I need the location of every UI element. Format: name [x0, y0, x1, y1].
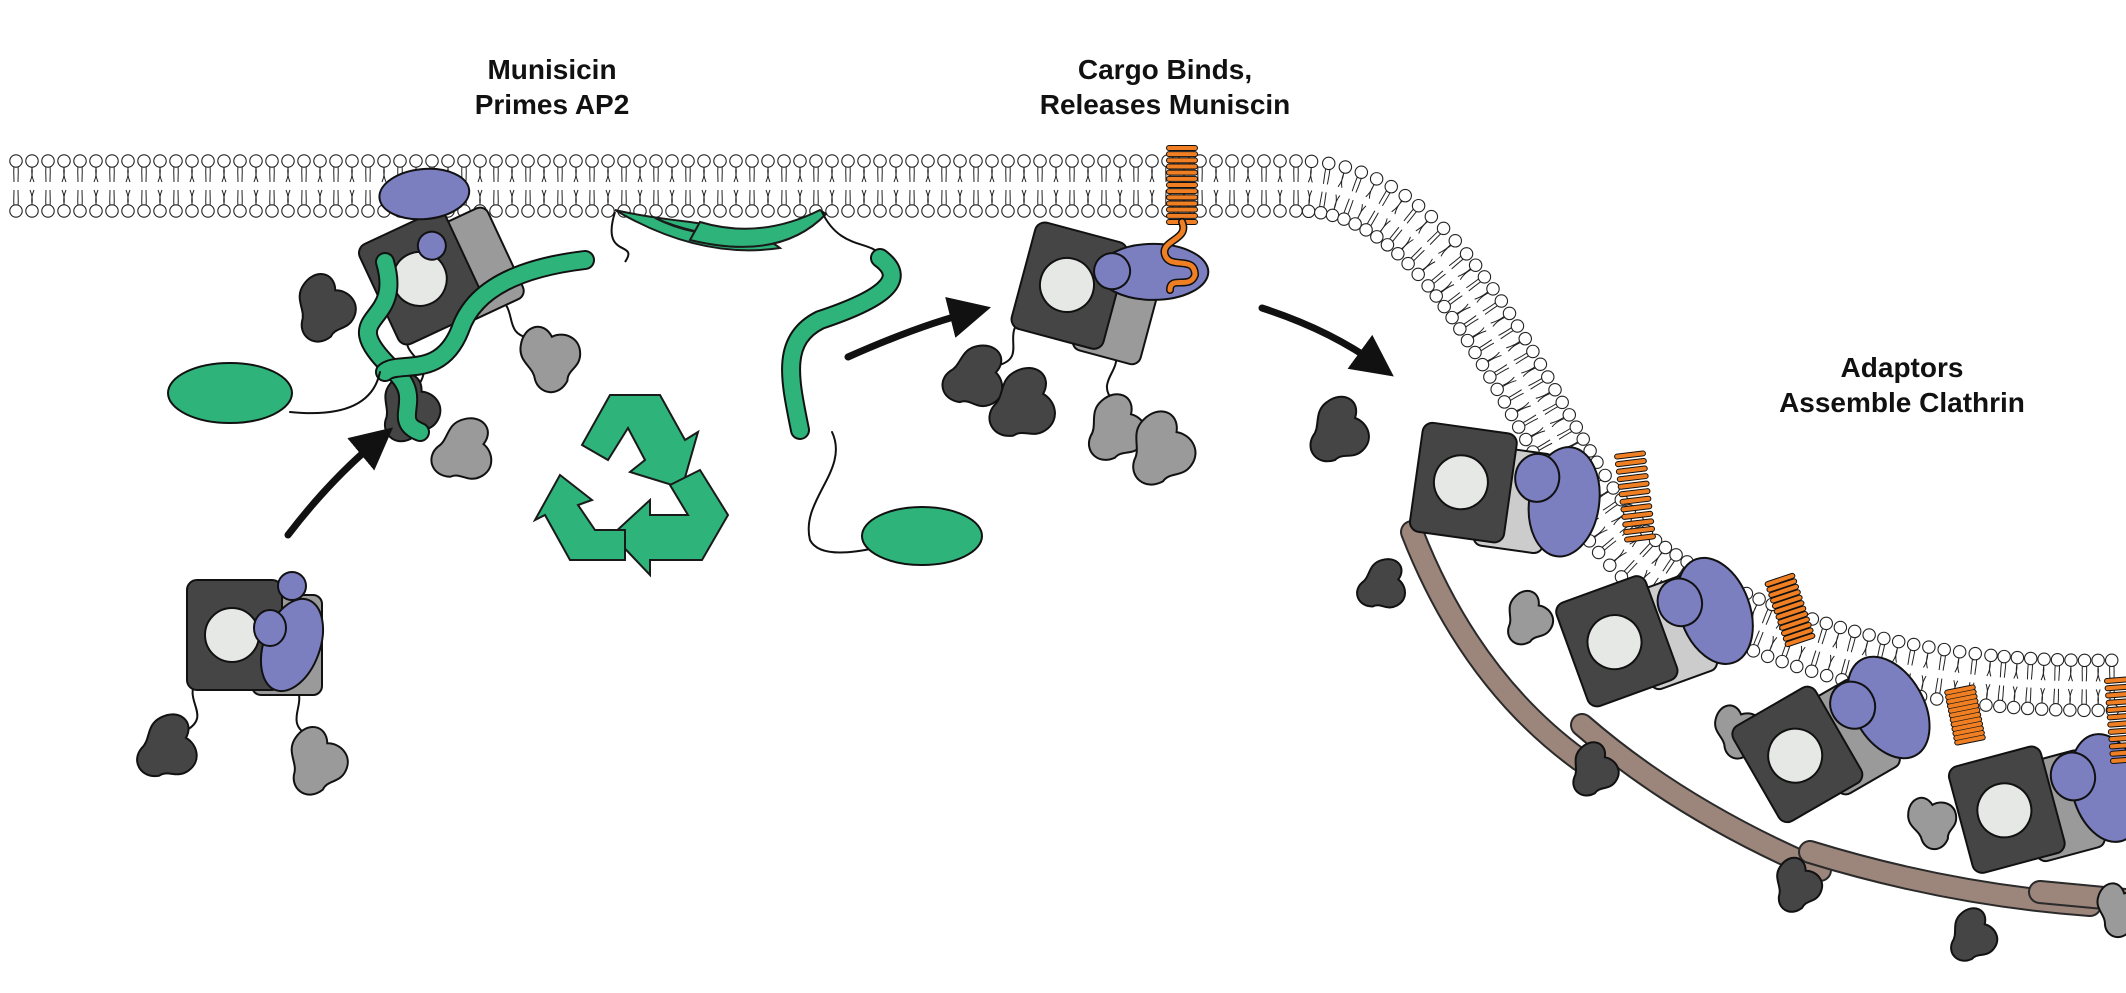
cargo-transmembrane [1614, 450, 1656, 543]
ap2-appendage-alpha [1572, 741, 1620, 797]
ap2-appendage-beta [290, 726, 349, 796]
arrow-right-icon [284, 297, 1394, 539]
ap2-appendage-alpha [941, 344, 1004, 407]
ap2-appendage-beta [1088, 393, 1148, 461]
ap2-cargo-bound [941, 221, 1210, 461]
ap2-assembled-1 [1356, 421, 1601, 646]
step-label-adaptors-assemble-clathrin: Adaptors Assemble Clathrin [1762, 350, 2042, 420]
step2-line1: Cargo Binds, [1077, 54, 1253, 85]
step1-line1: Munisicin [487, 54, 617, 85]
step1-line2: Primes AP2 [474, 89, 630, 120]
muniscin-mhd-domain-2 [861, 506, 983, 566]
muniscin-fch-dimer [614, 208, 828, 252]
ap2-appendage-alpha [298, 273, 357, 343]
muniscin-mhd-domain-1 [167, 362, 293, 424]
step3-line1: Adaptors [1840, 352, 1964, 383]
ap2-complexes [136, 145, 2126, 962]
cargo-transmembrane [2104, 676, 2126, 764]
ap2-appendage-beta [1907, 796, 1958, 851]
step-label-munisicin-primes-ap2: Munisicin Primes AP2 [432, 52, 672, 122]
step2-line2: Releases Muniscin [1039, 89, 1291, 120]
ap2-appendage-beta [1507, 589, 1555, 646]
ap2-assembled-2 [1555, 556, 1764, 797]
ap2-appendage-alpha [988, 366, 1056, 437]
ap2-assembled-3 [1731, 655, 1958, 913]
step3-line2: Assemble Clathrin [1779, 387, 2025, 418]
muniscin-tail-step1 [289, 250, 595, 415]
ap2-appendage-beta [430, 417, 493, 480]
cargo-transmembrane [1944, 684, 1986, 746]
ap2-appendage-alpha [136, 713, 198, 777]
ap2-appendage-beta [519, 325, 582, 394]
ap2-appendage-alpha [1950, 907, 1999, 962]
cargo-transmembrane [1764, 572, 1816, 648]
muniscin-released [781, 211, 902, 554]
ap2-appendage-alpha [1776, 856, 1823, 913]
cargo-transmembrane [1160, 145, 1200, 294]
ap2-appendage-alpha [1309, 395, 1370, 463]
step-label-cargo-binds: Cargo Binds, Releases Muniscin [1010, 52, 1320, 122]
muniscin-linker-left [357, 211, 630, 442]
ap2-appendage-beta [1132, 410, 1197, 486]
recycle-icon [532, 394, 730, 578]
ap2-assembled-4 [1947, 733, 2126, 962]
ap2-appendage-alpha [1356, 558, 1406, 609]
ap2-closed [136, 571, 349, 796]
ap2-appendage-beta [2096, 882, 2126, 939]
